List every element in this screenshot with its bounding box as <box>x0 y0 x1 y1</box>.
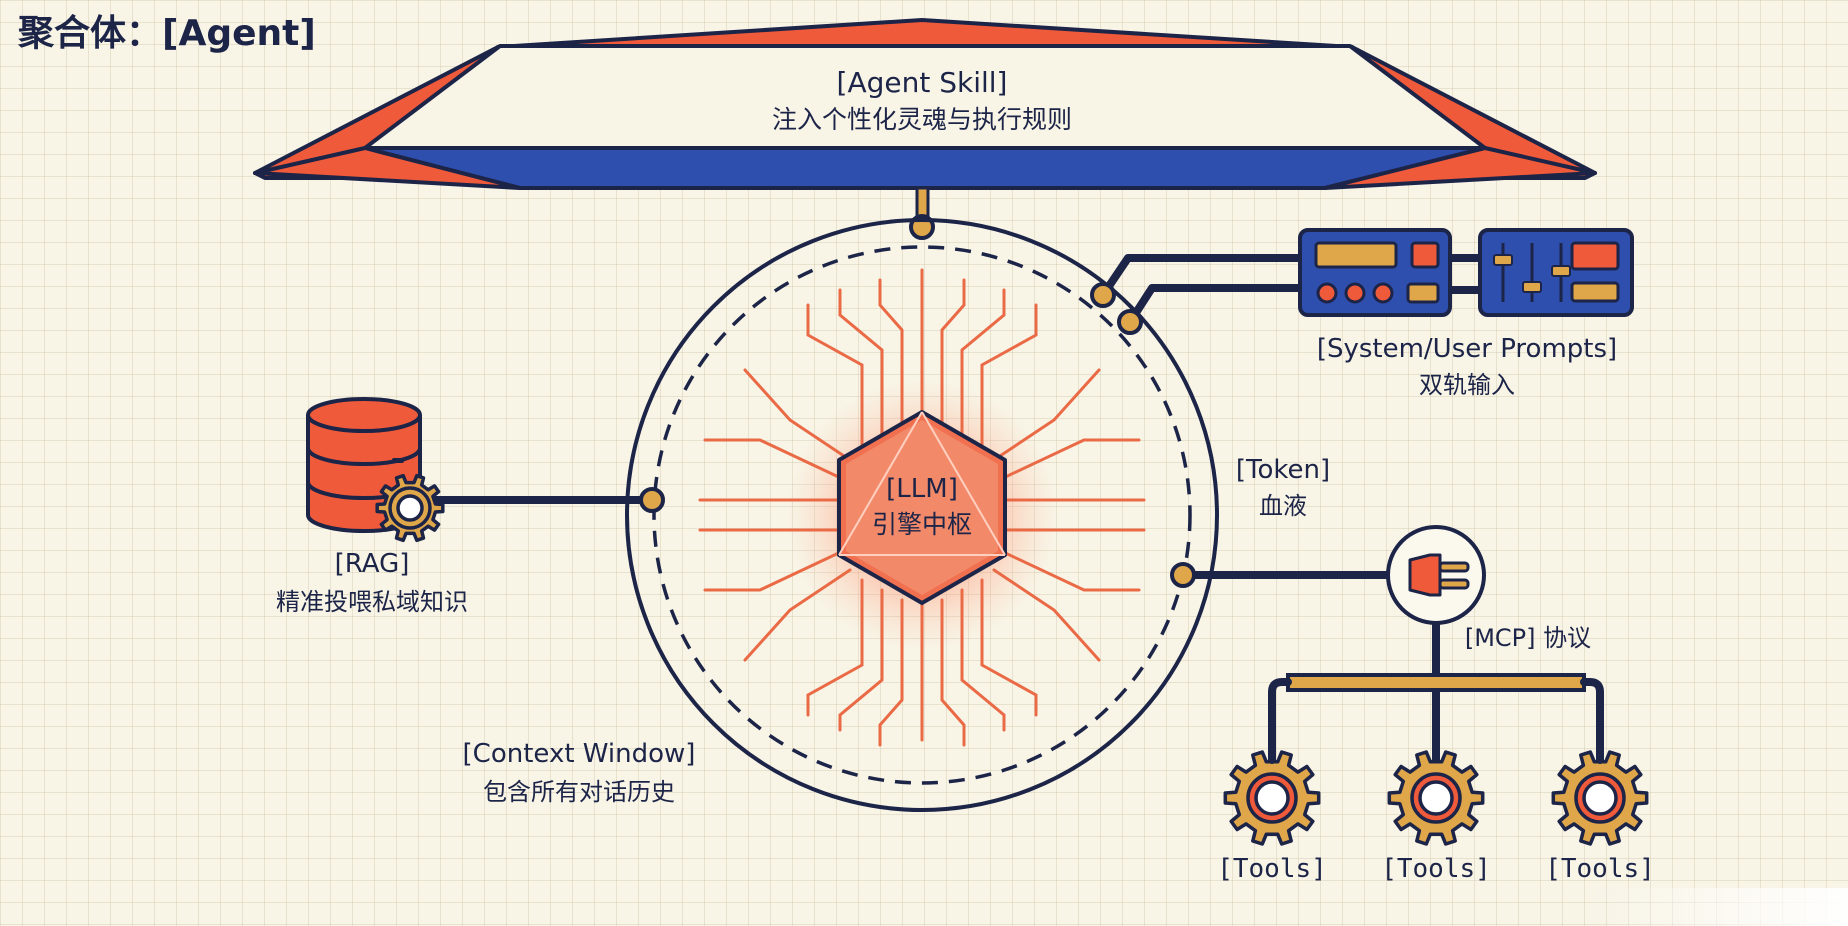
token-subtitle: 血液 <box>1259 492 1307 520</box>
prompts-title: [System/User Prompts] <box>1317 334 1617 364</box>
agent-skill-roof <box>253 18 1597 190</box>
mcp-branches <box>1268 678 1604 764</box>
prompts-subtitle: 双轨输入 <box>1419 371 1515 399</box>
tools-label-3: [Tools] <box>1545 854 1655 884</box>
token-title: [Token] <box>1236 455 1330 485</box>
context-window-subtitle: 包含所有对话历史 <box>483 778 675 806</box>
llm-core-hexagon <box>837 410 1007 605</box>
system-prompt-panel <box>1298 228 1452 317</box>
tools-gear-icon-2 <box>1387 750 1485 846</box>
rag-gear-icon <box>375 473 445 543</box>
tools-gear-icon-1 <box>1223 750 1321 846</box>
agent-skill-subtitle: 注入个性化灵魂与执行规则 <box>772 105 1072 134</box>
context-window-outer-ring <box>625 218 1219 812</box>
agent-skill-title: [Agent Skill] <box>837 66 1008 99</box>
prompt-connectors <box>1099 254 1304 326</box>
llm-title: [LLM] <box>886 474 958 504</box>
prompt-port-1 <box>1090 282 1116 308</box>
rag-port <box>639 487 665 513</box>
user-prompt-panel <box>1478 228 1634 317</box>
gears <box>375 473 1649 846</box>
tools-label-1: [Tools] <box>1217 854 1327 884</box>
page-title: 聚合体：[Agent] <box>18 13 316 54</box>
tools-gear-icon-3 <box>1551 750 1649 846</box>
token-port <box>1170 562 1196 588</box>
context-window-dashed-ring <box>652 245 1192 785</box>
llm-subtitle: 引擎中枢 <box>872 510 972 539</box>
roof-connector <box>909 186 935 240</box>
rag-title: [RAG] <box>335 549 410 579</box>
mcp-bus-bar <box>1286 673 1586 692</box>
rag-subtitle: 精准投喂私域知识 <box>276 588 468 616</box>
tools-label-2: [Tools] <box>1381 854 1491 884</box>
prompt-port-2 <box>1117 309 1143 335</box>
mcp-label: [MCP] 协议 <box>1465 624 1591 652</box>
context-window-title: [Context Window] <box>463 739 696 769</box>
mcp-plug-icon <box>1386 525 1486 625</box>
circuit-rays <box>698 268 1146 747</box>
corner-fade <box>1588 888 1848 926</box>
